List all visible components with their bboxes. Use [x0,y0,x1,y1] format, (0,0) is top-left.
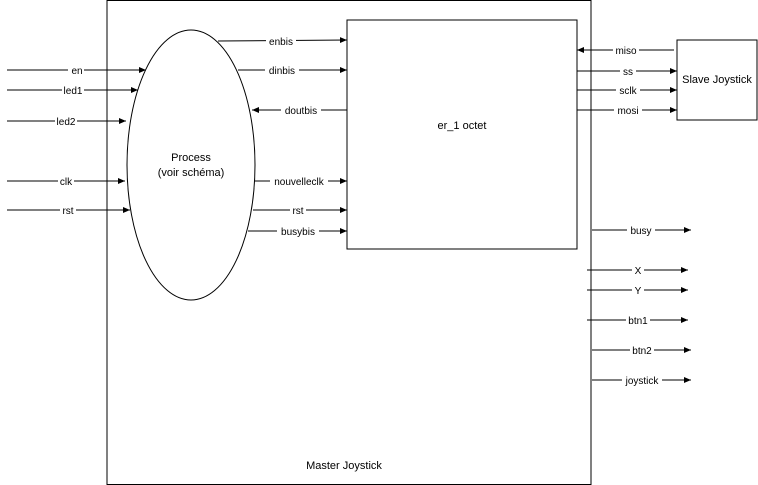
signal-joystick: joystick [592,374,691,387]
signal-busybis: busybis [248,225,347,238]
mosi-label: mosi [617,106,638,117]
signal-x: X [587,264,688,277]
slave-joystick-label: Slave Joystick [682,74,752,86]
er-1-octet-label: er_1 octet [438,120,487,132]
signal-busy: busy [592,224,691,237]
signal-btn2: btn2 [592,344,691,357]
rst-in-label: rst [62,206,73,217]
joystick-label: joystick [625,376,660,387]
y-label: Y [635,286,642,297]
btn2-label: btn2 [632,346,652,357]
signal-enbis: enbis [217,35,348,48]
signal-doutbis: doutbis [252,104,347,117]
en-label: en [71,66,82,77]
signal-rst-inner: rst [253,204,347,217]
signal-sclk: sclk [577,84,677,97]
signal-rst-in: rst [7,204,130,217]
doutbis-label: doutbis [285,106,317,117]
btn1-label: btn1 [628,316,648,327]
led2-label: led2 [57,117,76,128]
signal-miso: miso [577,44,674,57]
miso-label: miso [615,46,637,57]
signal-led1: led1 [7,84,138,97]
er-1-octet-block [346,19,578,250]
signal-en: en [7,64,146,77]
process-ellipse [126,29,256,301]
process-sublabel: (voir schéma) [158,167,225,179]
busybis-label: busybis [281,227,315,238]
signal-led2: led2 [7,115,126,128]
master-joystick-label: Master Joystick [306,460,382,472]
led1-label: led1 [64,86,83,97]
slave-joystick-box [676,39,758,121]
dinbis-label: dinbis [269,66,295,77]
sclk-label: sclk [619,86,637,97]
nouvelleclk-label: nouvelleclk [274,177,324,188]
rst-inner-label: rst [292,206,303,217]
enbis-label: enbis [269,37,293,48]
busy-label: busy [630,226,651,237]
signal-mosi: mosi [577,104,677,117]
signal-clk: clk [7,175,125,188]
ss-label: ss [623,67,633,78]
signal-btn1: btn1 [587,314,688,327]
signal-y: Y [587,284,688,297]
x-label: X [635,266,642,277]
signal-nouvelleclk: nouvelleclk [255,175,347,188]
signal-dinbis: dinbis [238,64,347,77]
clk-label: clk [60,177,73,188]
process-label: Process [171,152,211,164]
signal-ss: ss [577,65,677,78]
